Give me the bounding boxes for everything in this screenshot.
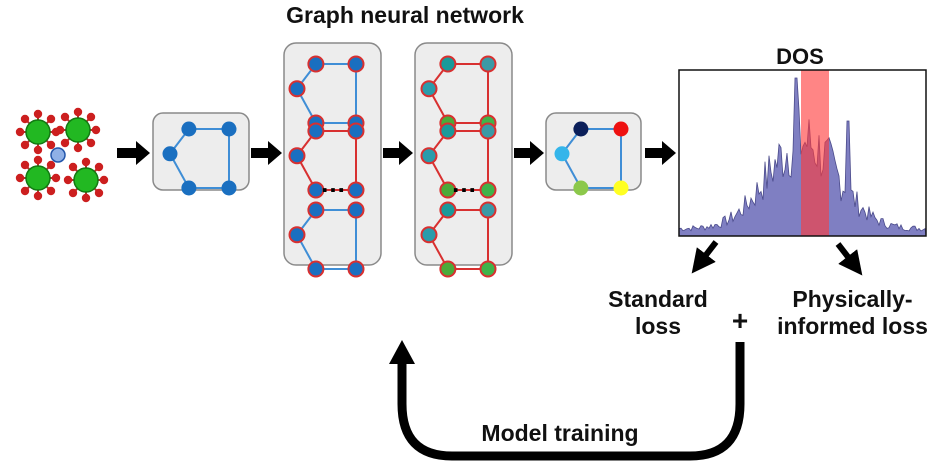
oxygen-atom (33, 155, 43, 165)
oxygen-atom (20, 140, 30, 150)
flow-arrows (117, 141, 676, 165)
arrow-to-physical-loss (835, 242, 863, 276)
gnn-layer1-graphs (288, 55, 365, 278)
oxygen-atom (33, 109, 43, 119)
input-graph (162, 121, 237, 196)
graph-node (307, 122, 325, 140)
graph-node (439, 260, 457, 278)
arrow-crystal-to-graph (117, 141, 150, 165)
oxygen-atom (33, 145, 43, 155)
oxygen-atom (46, 140, 56, 150)
graph-node (347, 201, 365, 219)
oxygen-atom (73, 143, 83, 153)
oxygen-atom (20, 160, 30, 170)
oxygen-atom (60, 112, 70, 122)
oxygen-atom (94, 162, 104, 172)
oxygen-atom (15, 173, 25, 183)
graph-node (420, 80, 438, 98)
oxygen-atom (46, 114, 56, 124)
arrow-to-standard-loss (691, 240, 719, 274)
graph-node (221, 180, 237, 196)
graph-node (347, 55, 365, 73)
graph-node (439, 181, 457, 199)
metal-atom (25, 119, 51, 145)
oxygen-atom (81, 193, 91, 203)
output-graph (554, 121, 629, 196)
oxygen-atom (55, 125, 65, 135)
oxygen-atom (73, 107, 83, 117)
graph-node (479, 122, 497, 140)
model-training-label: Model training (481, 420, 639, 446)
graph-node (288, 147, 306, 165)
arrow-layer2-to-output (514, 141, 544, 165)
graph-node (181, 121, 197, 137)
oxygen-atom (20, 114, 30, 124)
crystal-structure (15, 107, 109, 203)
graph-node (613, 121, 629, 137)
gnn-title: Graph neural network (286, 2, 524, 28)
metal-atom (25, 165, 51, 191)
oxygen-atom (91, 125, 101, 135)
graph-node (307, 201, 325, 219)
graph-node (439, 122, 457, 140)
model-training-loop (397, 342, 745, 461)
graph-node (307, 181, 325, 199)
layer2-ellipsis: … (451, 168, 477, 198)
graph-node (420, 147, 438, 165)
plus-sign: + (731, 305, 749, 336)
oxygen-atom (86, 138, 96, 148)
graph-node (181, 180, 197, 196)
graph-node (420, 226, 438, 244)
center-atom (50, 147, 66, 163)
arrow-graph-to-layer1 (251, 141, 282, 165)
oxygen-atom (99, 175, 109, 185)
graph-node (347, 122, 365, 140)
graph-node (347, 181, 365, 199)
graph-node (479, 260, 497, 278)
layer1-ellipsis: … (320, 168, 346, 198)
graph-node (613, 180, 629, 196)
metal-atom (65, 117, 91, 143)
oxygen-atom (20, 186, 30, 196)
oxygen-atom (86, 112, 96, 122)
physical-loss-label: Physically- informed loss (777, 286, 928, 340)
oxygen-atom (94, 188, 104, 198)
graph-node (162, 146, 178, 162)
metal-atom (73, 167, 99, 193)
graph-node (479, 181, 497, 199)
graph-node (439, 201, 457, 219)
standard-loss-label: Standard loss (608, 286, 708, 340)
oxygen-atom (46, 160, 56, 170)
graph-node (307, 260, 325, 278)
oxygen-atom (46, 186, 56, 196)
dos-frame (678, 69, 927, 237)
dos-title: DOS (776, 44, 824, 69)
oxygen-atom (81, 157, 91, 167)
graph-node (288, 80, 306, 98)
oxygen-atom (68, 188, 78, 198)
graph-node (439, 55, 457, 73)
model-training-arrowhead (389, 340, 415, 364)
graph-node (573, 180, 589, 196)
dos-highlight-band (801, 70, 829, 236)
oxygen-atom (15, 127, 25, 137)
graph-node (347, 260, 365, 278)
oxygen-atom (68, 162, 78, 172)
oxygen-atom (51, 173, 61, 183)
oxygen-atom (60, 138, 70, 148)
arrow-layer1-to-layer2 (383, 141, 413, 165)
graph-node (479, 55, 497, 73)
graph-node (573, 121, 589, 137)
graph-node (307, 55, 325, 73)
oxygen-atom (63, 175, 73, 185)
arrow-output-to-dos (645, 141, 676, 165)
dos-plot (678, 69, 927, 237)
graph-node (554, 146, 570, 162)
gnn-layer2-graphs (420, 55, 497, 278)
oxygen-atom (33, 191, 43, 201)
graph-node (221, 121, 237, 137)
graph-node (288, 226, 306, 244)
graph-node (479, 201, 497, 219)
